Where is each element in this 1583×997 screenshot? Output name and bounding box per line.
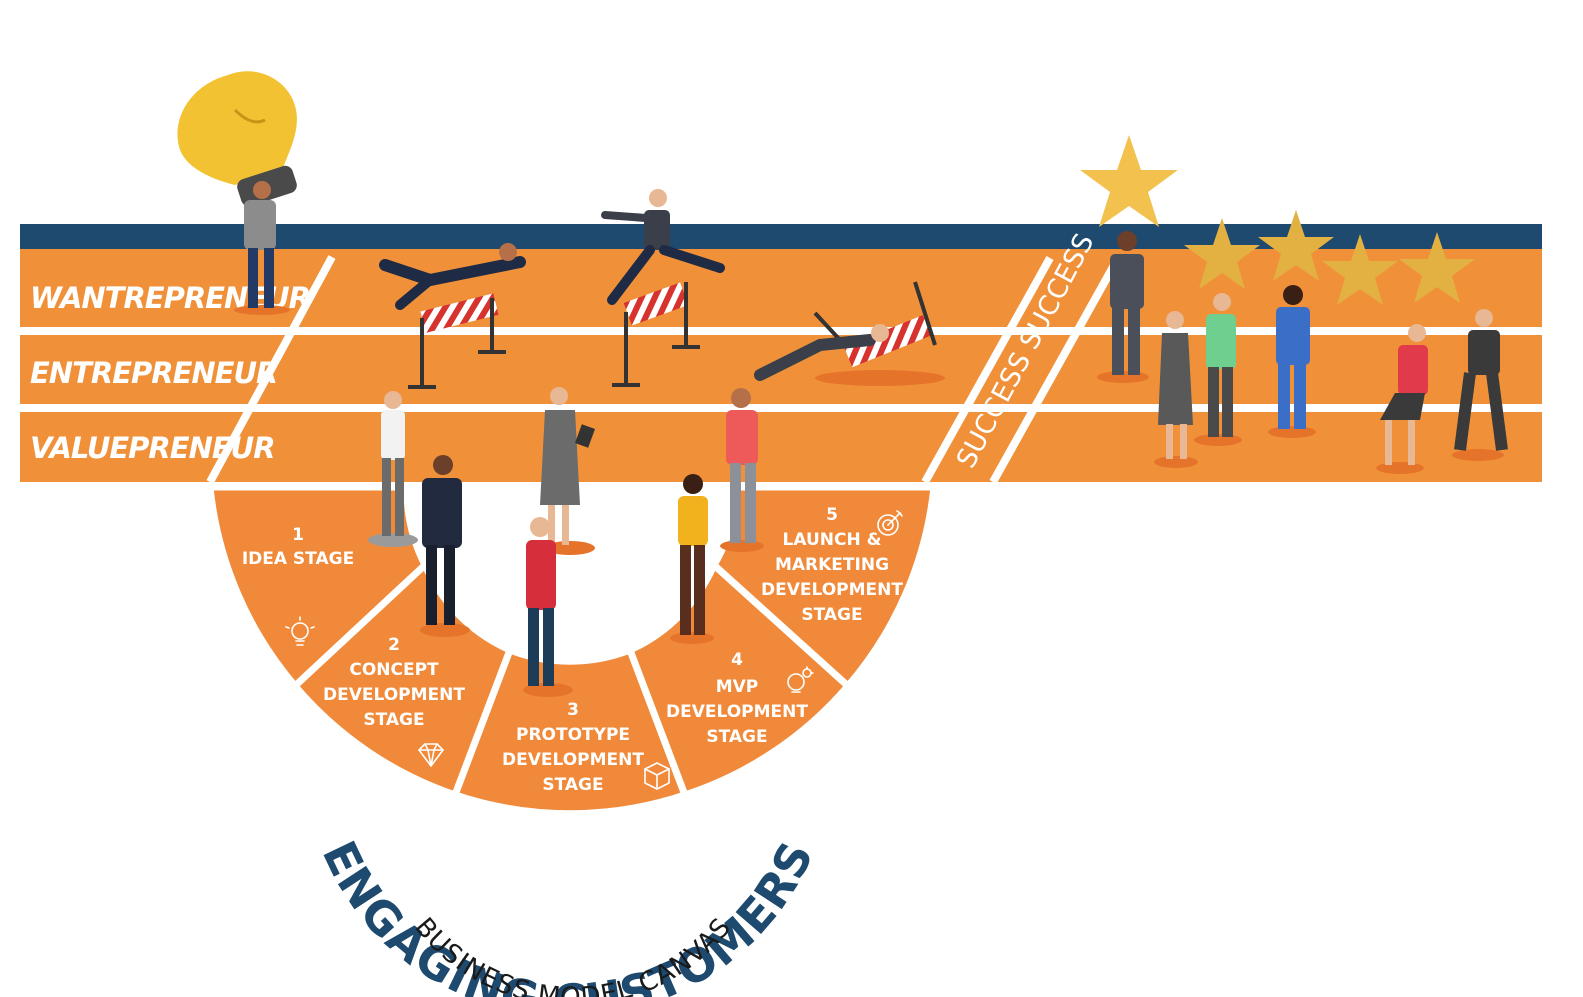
person-pink-shirt xyxy=(720,388,764,552)
stage-line-4-2: DEVELOPMENT xyxy=(666,702,808,722)
lane-divider-1 xyxy=(20,327,1542,335)
star-large xyxy=(1080,135,1178,227)
stage-line-4-3: STAGE xyxy=(706,727,767,747)
stage-line-2-1: CONCEPT xyxy=(349,660,439,680)
stage-label-2: 2 CONCEPT DEVELOPMENT STAGE xyxy=(323,635,465,730)
person-grey-dress-tablet-2 xyxy=(1154,311,1198,468)
stage-line-2-3: STAGE xyxy=(363,710,424,730)
finish-line-2 xyxy=(989,256,1122,484)
stage-label-3: 3 PROTOTYPE DEVELOPMENT STAGE xyxy=(502,700,644,795)
stage-line-5-2: MARKETING xyxy=(775,555,889,575)
stage-line-1-1: IDEA STAGE xyxy=(242,549,354,569)
person-suit-star-holder xyxy=(1097,231,1149,383)
person-grey-dress-tablet xyxy=(540,387,595,555)
lane-label-entrepreneur: ENTREPRENEUR xyxy=(30,356,277,390)
stage-wedge-3 xyxy=(450,645,690,818)
stage-line-3-3: STAGE xyxy=(542,775,603,795)
lightbulb-carrier-illustration xyxy=(177,71,297,315)
person-green-shirt xyxy=(1194,293,1242,446)
main-title: ENGAGING CUSTOMERS xyxy=(312,833,824,997)
stage-line-5-1: LAUNCH & xyxy=(783,530,882,550)
star-5 xyxy=(1399,232,1475,303)
person-navy-suit xyxy=(420,455,470,637)
stage-label-5: 5 LAUNCH & MARKETING DEVELOPMENT STAGE xyxy=(761,505,903,625)
target-icon xyxy=(877,510,903,536)
stage-line-4-1: MVP xyxy=(716,677,759,697)
box-icon xyxy=(644,762,670,790)
stage-number-3: 3 xyxy=(567,700,579,720)
person-red-jacket xyxy=(1376,324,1428,474)
runner-jumping xyxy=(601,189,725,305)
stage-number-5: 5 xyxy=(826,505,838,525)
stage-line-3-1: PROTOTYPE xyxy=(516,725,630,745)
stage-line-3-2: DEVELOPMENT xyxy=(502,750,644,770)
start-line xyxy=(206,255,336,484)
star-3 xyxy=(1258,210,1334,281)
stage-label-1: 1 IDEA STAGE xyxy=(242,525,354,569)
runner-diving xyxy=(379,243,526,310)
person-white-shirt xyxy=(368,391,418,547)
star-4 xyxy=(1322,234,1398,305)
stage-number-4: 4 xyxy=(731,650,743,670)
person-blue-suit xyxy=(1268,285,1316,438)
stage-label-4: 4 MVP DEVELOPMENT STAGE xyxy=(666,650,808,747)
runner-fallen xyxy=(754,324,889,381)
lightbulb-icon xyxy=(285,616,315,646)
person-red-top-phone xyxy=(523,517,573,697)
lane-label-valuepreneur: VALUEPRENEUR xyxy=(30,431,275,465)
stage-line-5-4: STAGE xyxy=(801,605,862,625)
stage-number-1: 1 xyxy=(292,525,304,545)
lane-divider-2 xyxy=(20,404,1542,412)
stage-line-2-2: DEVELOPMENT xyxy=(323,685,465,705)
stage-number-2: 2 xyxy=(388,635,400,655)
star-2 xyxy=(1184,218,1260,289)
stage-line-5-3: DEVELOPMENT xyxy=(761,580,903,600)
diamond-icon xyxy=(418,743,444,767)
celebration-group xyxy=(1080,135,1508,474)
person-yellow-top xyxy=(670,474,714,644)
idea-gear-icon xyxy=(787,666,814,693)
person-black-suit xyxy=(1452,309,1508,461)
stage-wedge-5 xyxy=(709,483,938,691)
hurdle-1 xyxy=(408,293,506,389)
finish-line-1 xyxy=(921,256,1054,484)
hurdle-fallen xyxy=(813,281,945,386)
hurdle-2 xyxy=(612,282,700,387)
